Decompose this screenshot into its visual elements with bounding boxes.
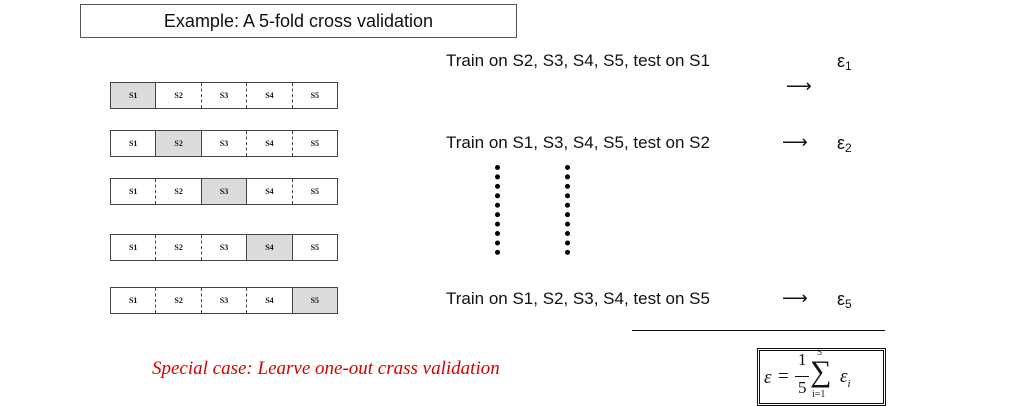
fold-segment: S5 (291, 83, 337, 108)
formula-denominator: 5 (798, 378, 807, 397)
fold-segment: S3 (200, 288, 246, 313)
fold-segment: S1 (128, 296, 138, 305)
fold-segment: S2 (155, 179, 200, 204)
fold-segment: S5 (310, 243, 320, 252)
formula-numerator: 1 (798, 350, 807, 369)
fold-segment: S3 (219, 139, 229, 148)
fold-row-4: S1 S2 S3 S4 S5 (110, 234, 338, 261)
arrow-5-icon: ⟶ (782, 288, 808, 309)
formula-inner-border (759, 350, 884, 404)
fold-segment: S4 (246, 288, 291, 313)
fold-segment: S1 (128, 139, 138, 148)
fold-segment: S3 (200, 83, 246, 108)
formula-term: εi (840, 366, 851, 390)
error-1: ε1 (837, 51, 852, 73)
step-5-text: Train on S1, S2, S3, S4, test on S5 (446, 289, 710, 308)
fold-segment: S2 (155, 235, 200, 260)
fold-row-2: S1 S2 S3 S4 S5 (110, 130, 338, 157)
fold-segment: S4 (265, 187, 274, 196)
error-2: ε2 (837, 133, 852, 155)
summation-divider (632, 330, 885, 331)
formula-lhs: ε (764, 367, 772, 388)
formula-equals: = (778, 366, 789, 387)
fold-row-1: S1 S2 S3 S4 S5 (110, 82, 338, 109)
ellipsis-dots-right (565, 165, 570, 255)
fraction-bar (795, 376, 809, 377)
fold-segment: S2 (155, 288, 200, 313)
average-error-formula: ε = 1 5 5 ∑ i=1 εi (757, 347, 886, 406)
special-case-note: Special case: Learve one-out crass valid… (152, 358, 500, 379)
fold-segment: S5 (291, 131, 337, 156)
fold-row-3: S1 S2 S3 S4 S5 (110, 178, 338, 205)
fold-segment: S5 (291, 288, 338, 313)
step-1-text: Train on S2, S3, S4, S5, test on S1 (446, 51, 710, 70)
fold-segment: S1 (128, 243, 138, 252)
fold-segment: S5 (291, 179, 337, 204)
fold-segment: S1 (111, 83, 157, 108)
step-2-text: Train on S1, S3, S4, S5, test on S2 (446, 133, 710, 152)
fold-segment: S3 (200, 235, 246, 260)
fold-segment: S3 (200, 179, 248, 204)
error-5: ε5 (837, 289, 852, 311)
diagram-title: Example: A 5-fold cross validation (80, 4, 517, 38)
arrow-2-icon: ⟶ (782, 132, 808, 153)
arrow-1-icon: ⟶ (786, 76, 812, 97)
fold-segment: S2 (155, 131, 202, 156)
fold-segment: S4 (246, 83, 291, 108)
formula-lower-limit: i=1 (812, 389, 826, 400)
fold-segment: S2 (174, 91, 183, 100)
fold-row-5: S1 S2 S3 S4 S5 (110, 287, 338, 314)
ellipsis-dots-left (495, 165, 500, 255)
formula-upper-limit: 5 (817, 347, 822, 358)
fold-segment: S4 (246, 235, 293, 260)
fold-segment: S1 (128, 187, 138, 196)
fold-segment: S4 (246, 131, 291, 156)
sigma-icon: ∑ (810, 355, 832, 388)
